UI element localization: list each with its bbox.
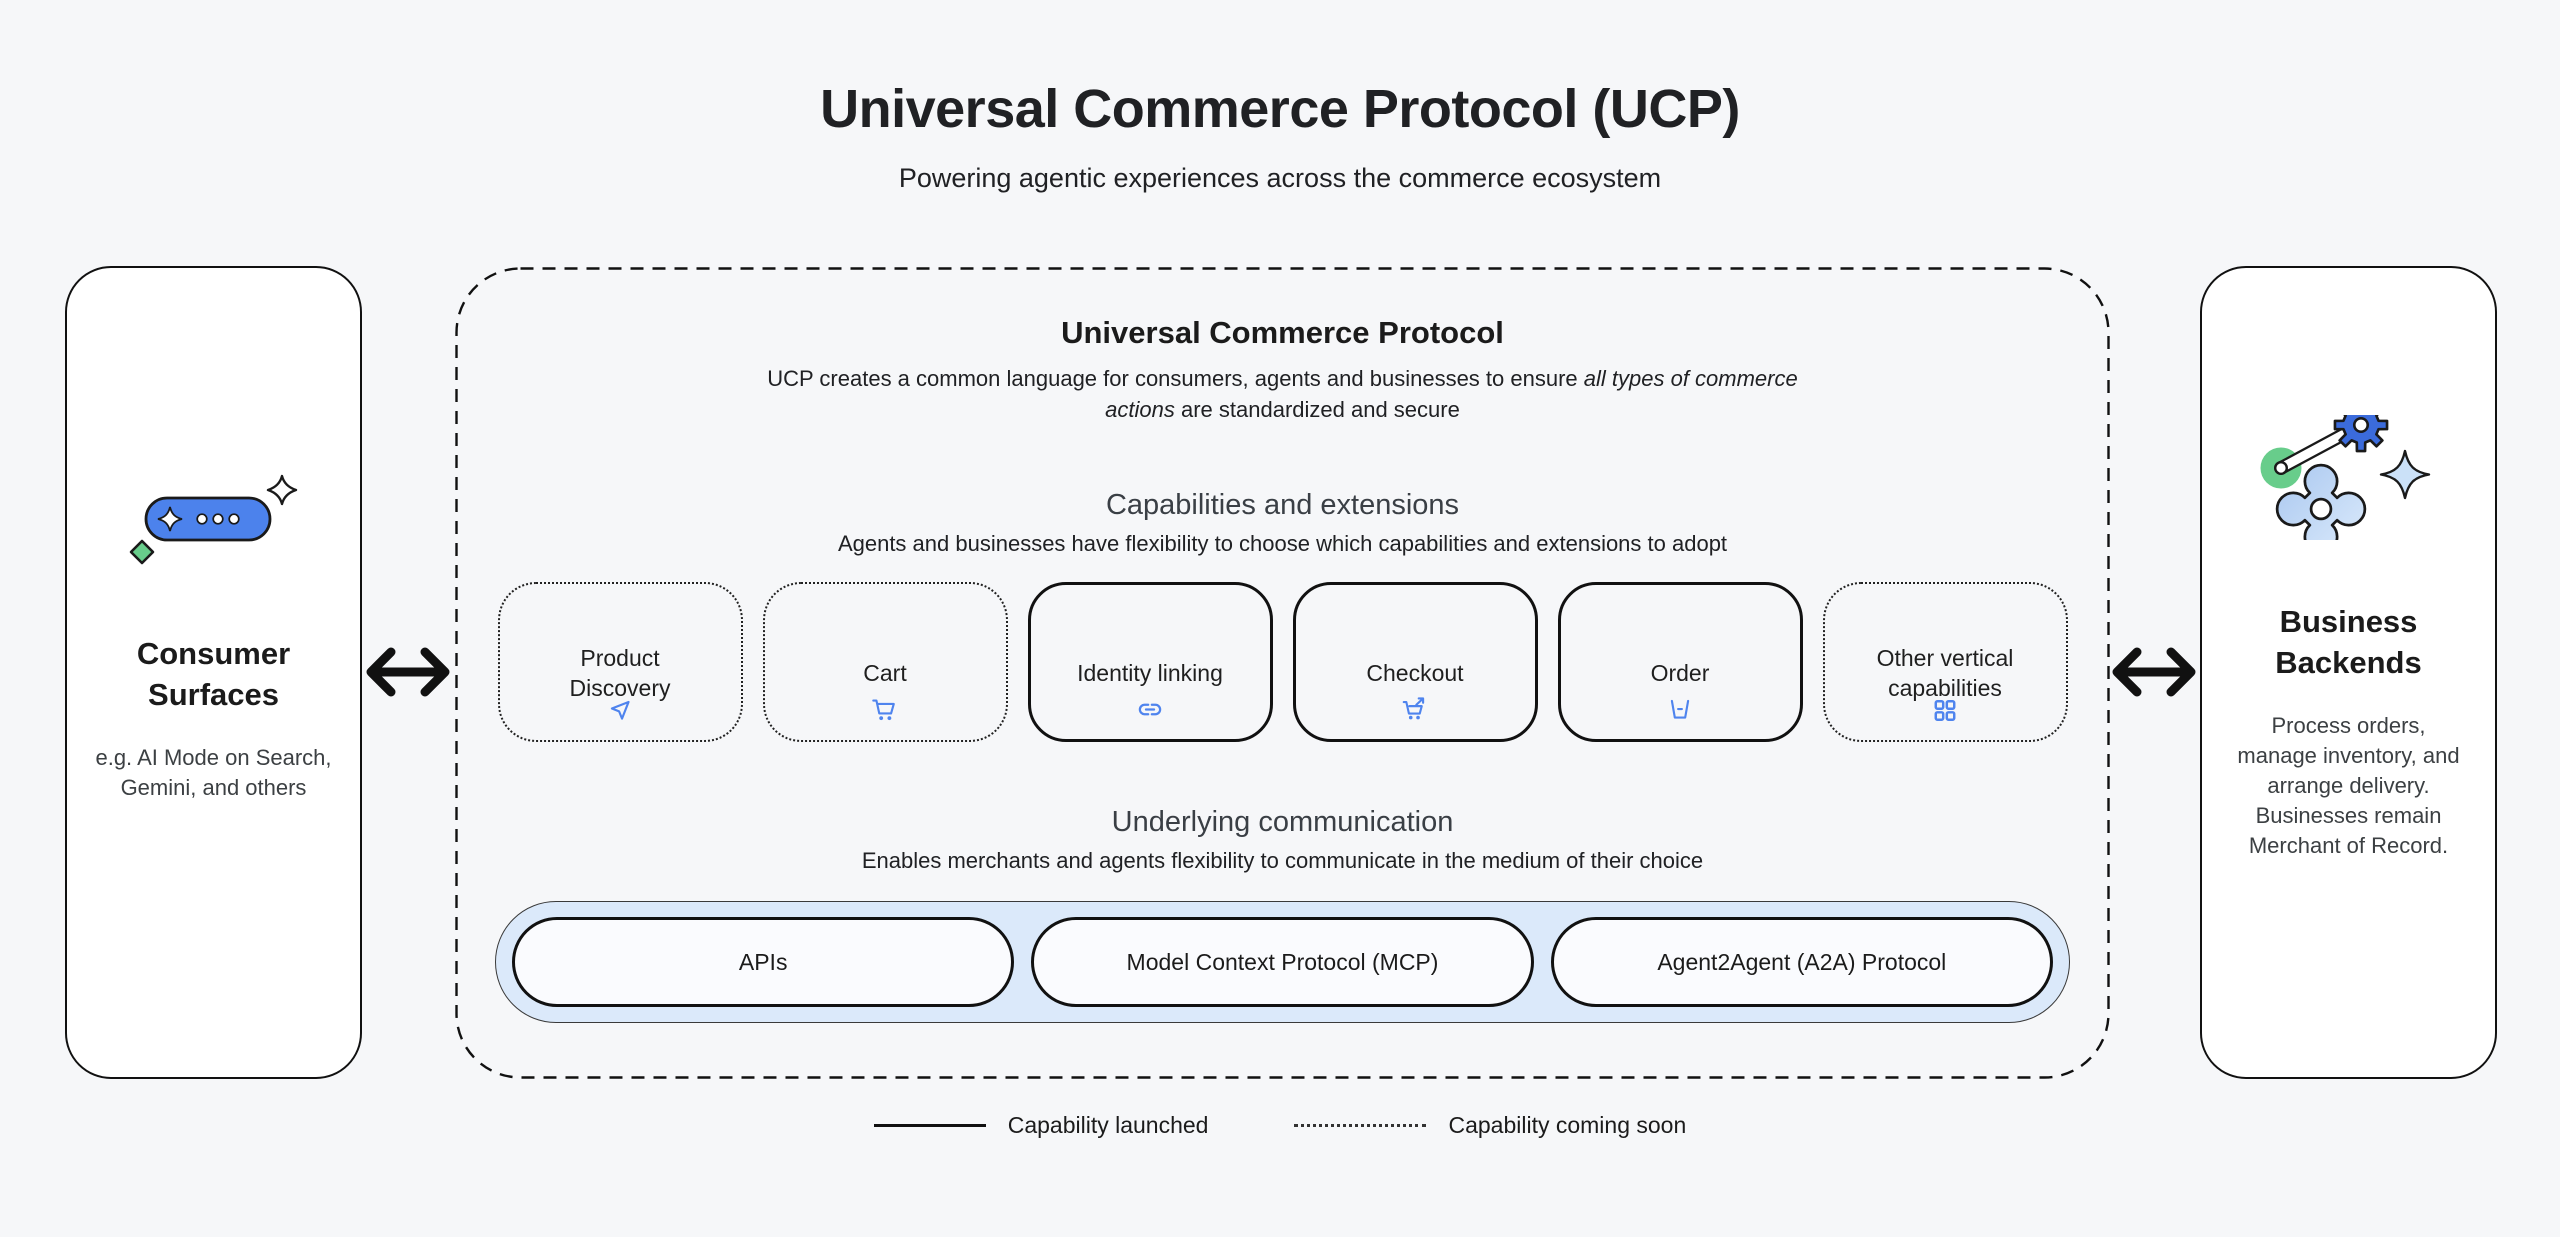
gears-wrench-sparkle-illustration: [2259, 397, 2439, 554]
pill-mcp: Model Context Protocol (MCP): [1031, 917, 1534, 1007]
solid-line-swatch: [873, 1124, 986, 1127]
capability-card-label: Identity linking: [1077, 660, 1223, 686]
grid-icon: [1934, 700, 1956, 721]
ucp-description-after: are standardized and secure: [1174, 397, 1460, 422]
capability-card-label: Order: [1650, 660, 1710, 686]
ucp-description: UCP creates a common language for consum…: [748, 363, 1818, 425]
left-bidirectional-arrow-icon: [362, 640, 454, 709]
right-bidirectional-arrow-icon: [2108, 640, 2200, 709]
pill-a2a: Agent2Agent (A2A) Protocol: [1550, 917, 2053, 1007]
pill-apis: APIs: [512, 917, 1015, 1007]
legend-item-launched: Capability launched: [873, 1112, 1209, 1139]
link-icon: [1138, 703, 1162, 716]
legend: Capability launched Capability coming so…: [0, 1112, 2560, 1139]
legend-label: Capability launched: [1007, 1112, 1209, 1138]
cart-icon: [872, 699, 895, 721]
order-box-icon: [1670, 699, 1690, 719]
page-title: Universal Commerce Protocol (UCP): [820, 79, 1740, 139]
capability-card-label: Other vertical capabilities: [1876, 645, 2014, 701]
communication-bar: APIs Model Context Protocol (MCP) Agent2…: [495, 901, 2070, 1023]
checkout-cart-icon: [1402, 697, 1425, 720]
capability-card-checkout: Checkout: [1292, 582, 1538, 742]
capability-card-order: Order: [1557, 582, 1803, 742]
chat-pill-sparkles-illustration: [126, 472, 301, 577]
capability-card-product-discovery: Product Discovery: [497, 582, 743, 742]
send-icon: [610, 700, 630, 720]
ucp-description-before: UCP creates a common language for consum…: [767, 366, 1584, 391]
legend-label: Capability coming soon: [1448, 1112, 1687, 1138]
business-backends-panel: Business Backends Process orders, manage…: [2200, 266, 2497, 1079]
capabilities-subheading: Agents and businesses have flexibility t…: [837, 531, 1728, 556]
capability-card-label: Cart: [863, 660, 907, 686]
business-backends-description: Process orders, manage inventory, and ar…: [2237, 712, 2460, 858]
capability-card-other-vertical: Other vertical capabilities: [1822, 582, 2068, 742]
capability-card-cart: Cart: [762, 582, 1008, 742]
capability-cards-row: Product Discovery Cart Identity linking: [497, 582, 2068, 742]
legend-item-coming-soon: Capability coming soon: [1294, 1112, 1686, 1139]
capabilities-heading: Capabilities and extensions: [1105, 489, 1460, 521]
page-subtitle: Powering agentic experiences across the …: [898, 163, 1662, 193]
ucp-container: Universal Commerce Protocol UCP creates …: [455, 267, 2110, 1079]
communication-heading: Underlying communication: [1111, 806, 1454, 838]
consumer-surfaces-icon: [129, 474, 298, 565]
communication-subheading: Enables merchants and agents flexibility…: [861, 848, 1704, 873]
capability-card-label: Checkout: [1366, 660, 1464, 686]
consumer-surfaces-description: e.g. AI Mode on Search, Gemini, and othe…: [95, 745, 332, 800]
consumer-surfaces-title: Consumer Surfaces: [136, 636, 291, 712]
dotted-line-swatch: [1294, 1124, 1427, 1127]
consumer-surfaces-panel: Consumer Surfaces e.g. AI Mode on Search…: [65, 266, 362, 1079]
capability-card-identity-linking: Identity linking: [1027, 582, 1273, 742]
business-backends-icon: [2260, 397, 2430, 554]
ucp-title: Universal Commerce Protocol: [1061, 315, 1504, 350]
business-backends-title: Business Backends: [2275, 603, 2422, 680]
capability-card-label: Product Discovery: [569, 645, 671, 701]
